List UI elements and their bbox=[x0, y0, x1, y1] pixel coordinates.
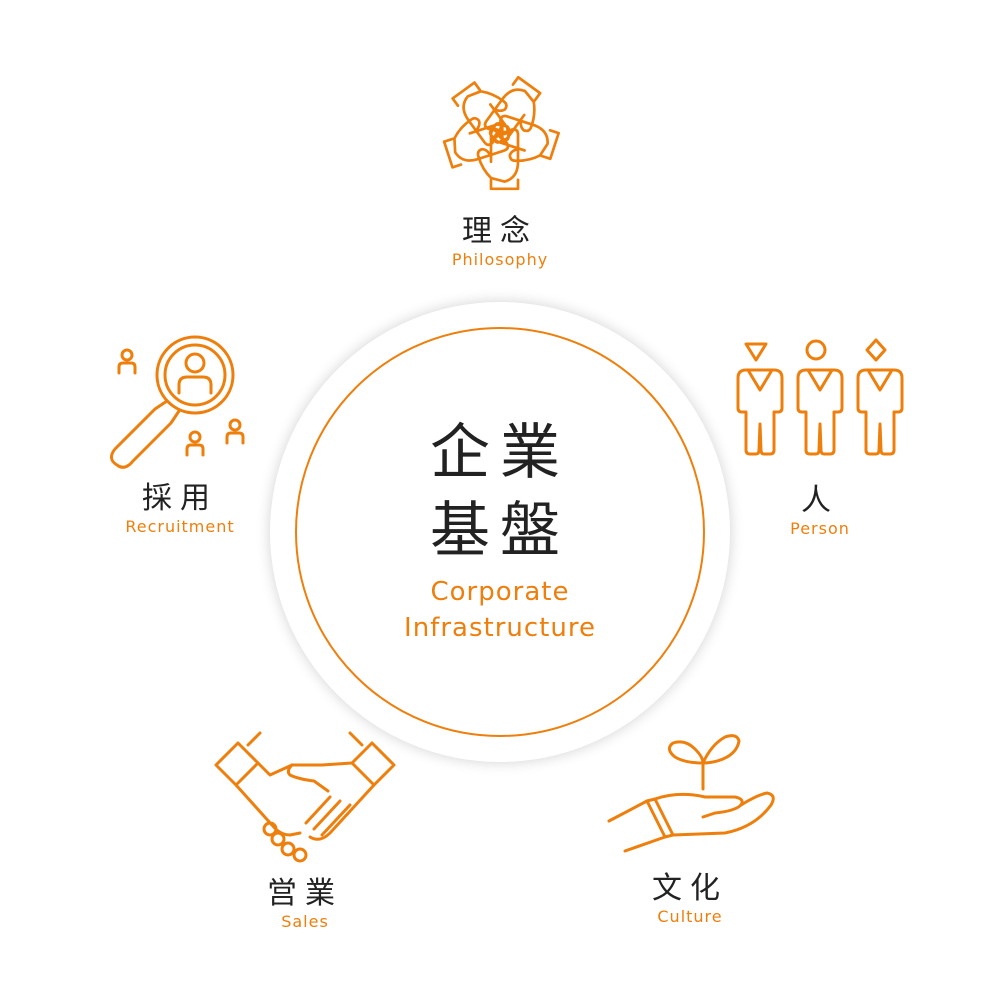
center-title: 企業 基盤 bbox=[270, 414, 730, 570]
center-title-line1: 企業 bbox=[430, 418, 570, 488]
center-ring bbox=[295, 327, 705, 737]
node-philosophy: 理念 Philosophy bbox=[400, 58, 600, 270]
node-sales-en-label: Sales bbox=[281, 912, 329, 931]
node-sales-jp-label: 営業 bbox=[267, 876, 343, 911]
center-subtitle: Corporate Infrastructure bbox=[270, 574, 730, 646]
node-recruitment-en-label: Recruitment bbox=[125, 517, 235, 536]
node-person-jp-label: 人 bbox=[801, 483, 839, 518]
node-culture-jp-label: 文化 bbox=[652, 871, 728, 906]
node-sales: 営業 Sales bbox=[205, 725, 405, 932]
node-person: 人 Person bbox=[720, 338, 920, 539]
hand-sprout-icon bbox=[607, 734, 775, 853]
node-person-en-label: Person bbox=[790, 519, 850, 538]
node-recruitment-jp-label: 採用 bbox=[142, 481, 218, 516]
three-people-icon bbox=[736, 338, 904, 456]
hands-together-icon bbox=[438, 73, 561, 191]
handshake-icon bbox=[214, 731, 396, 863]
center-subtitle-line2: Infrastructure bbox=[404, 613, 596, 643]
node-philosophy-jp-label: 理念 bbox=[462, 214, 538, 249]
center-circle: 企業 基盤 Corporate Infrastructure bbox=[270, 302, 730, 762]
node-philosophy-en-label: Philosophy bbox=[451, 250, 549, 269]
center-title-line2: 基盤 bbox=[430, 496, 570, 566]
node-recruitment: 採用 Recruitment bbox=[85, 325, 275, 537]
magnifier-person-icon bbox=[110, 335, 245, 469]
node-culture-en-label: Culture bbox=[657, 907, 723, 926]
node-culture: 文化 Culture bbox=[590, 725, 790, 927]
center-subtitle-line1: Corporate bbox=[430, 577, 570, 607]
